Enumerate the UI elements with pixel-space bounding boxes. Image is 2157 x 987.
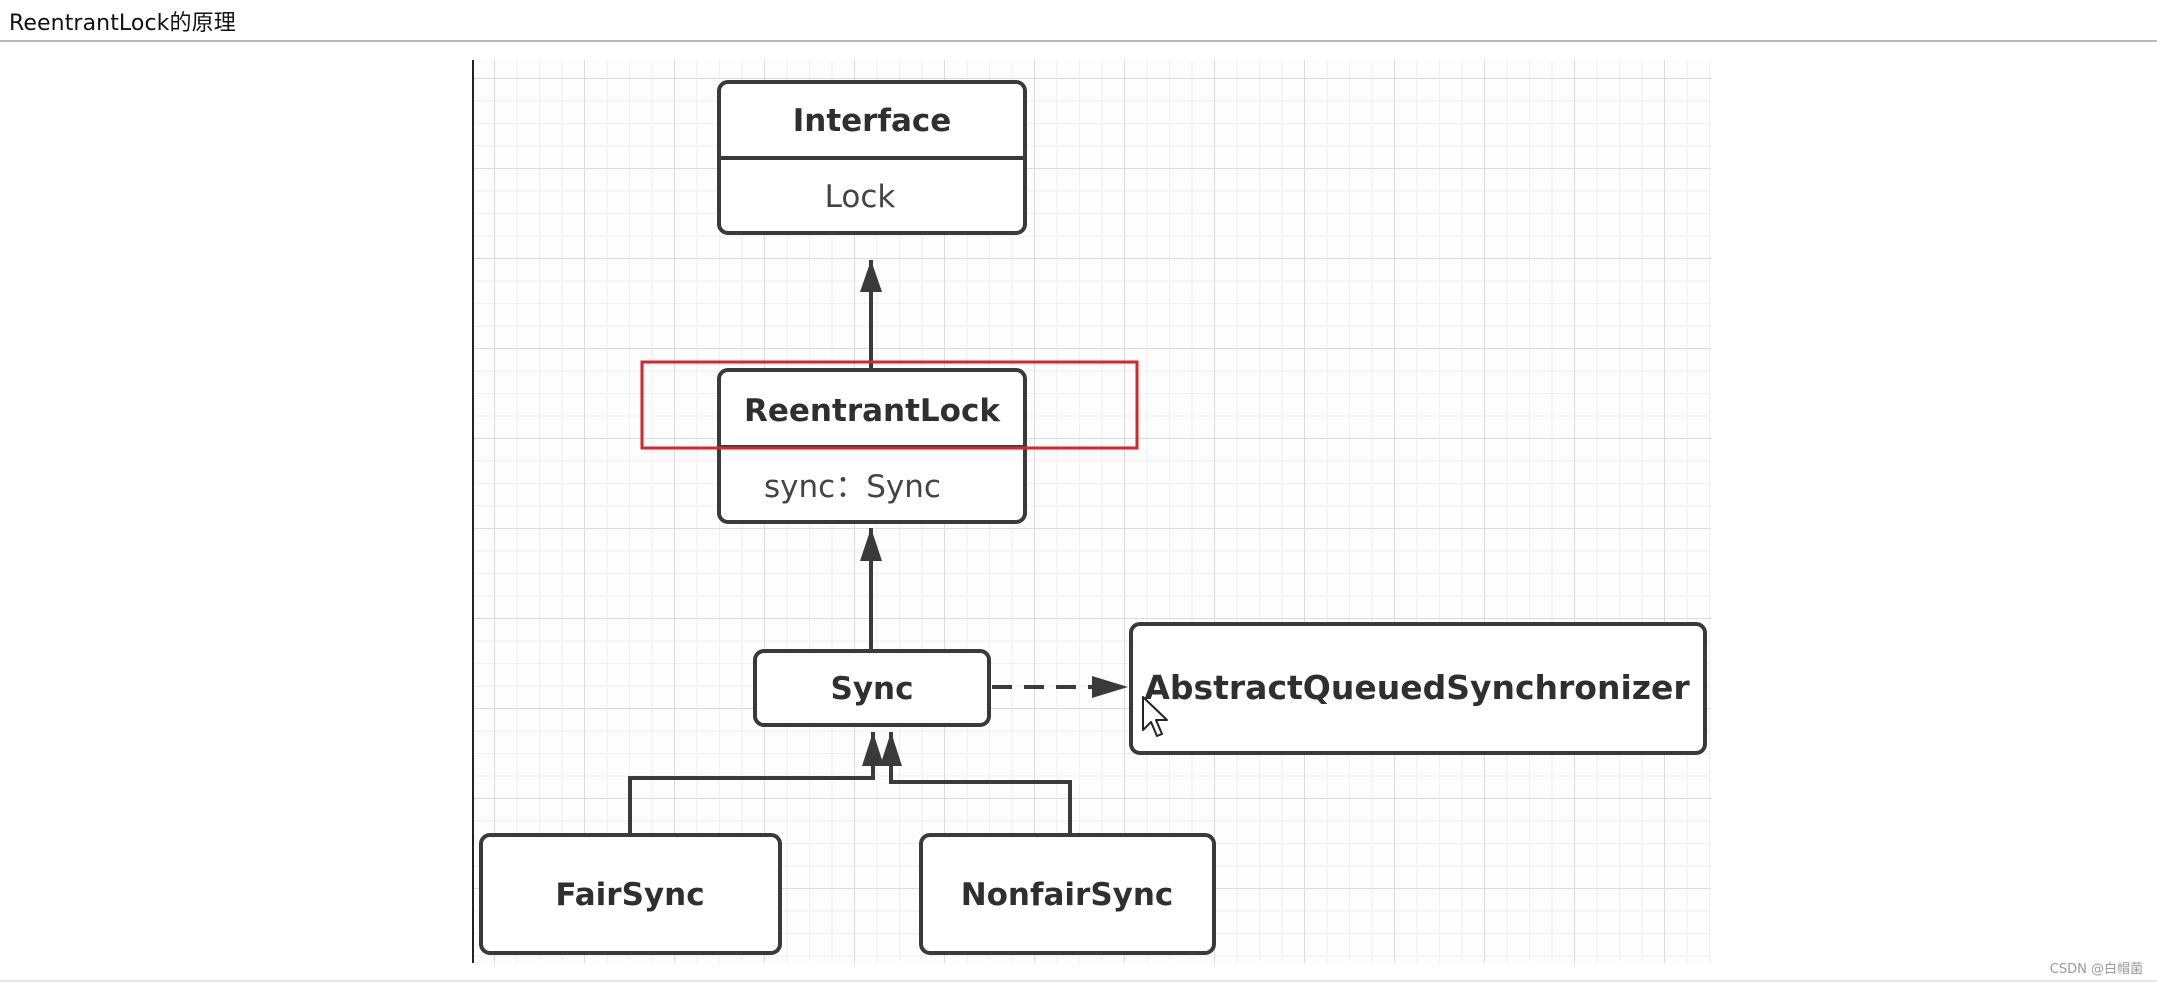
uml-class-diagram: Interface Lock ReentrantLock sync：Sync S…: [479, 80, 1707, 955]
node-fairsync-title: FairSync: [555, 877, 704, 913]
mouse-cursor-icon: [1142, 696, 1168, 737]
node-reentrantlock: ReentrantLock sync：Sync: [717, 368, 1027, 524]
node-aqs: AbstractQueuedSynchronizer: [1129, 622, 1707, 755]
node-reentrantlock-title: ReentrantLock: [744, 393, 1001, 429]
footer-divider: [0, 980, 2157, 982]
edge-sync-to-reentrantlock: [860, 528, 882, 651]
edge-fairsync-to-sync: [628, 732, 884, 833]
edge-nonfairsync-to-sync: [880, 732, 1072, 833]
page-title: ReentrantLock的原理: [9, 11, 236, 36]
edge-sync-to-aqs: [992, 676, 1128, 698]
node-interface-lock: Interface Lock: [717, 80, 1027, 235]
page-header: ReentrantLock的原理: [0, 0, 2157, 42]
node-reentrantlock-member: sync：Sync: [764, 469, 941, 505]
node-interface-title: Interface: [793, 103, 952, 139]
node-aqs-title: AbstractQueuedSynchronizer: [1144, 668, 1690, 707]
node-nonfairsync-title: NonfairSync: [961, 877, 1174, 913]
node-fairsync: FairSync: [479, 833, 782, 955]
edge-reentrantlock-to-interface: [860, 260, 882, 368]
highlight-box: [640, 360, 1139, 450]
node-sync: Sync: [753, 649, 991, 727]
node-nonfairsync: NonfairSync: [919, 833, 1216, 955]
node-interface-member: Lock: [825, 179, 896, 215]
node-sync-title: Sync: [831, 671, 914, 707]
diagram-canvas: Interface Lock ReentrantLock sync：Sync S…: [472, 60, 1711, 963]
watermark: CSDN @白帽菌: [2049, 962, 2143, 977]
